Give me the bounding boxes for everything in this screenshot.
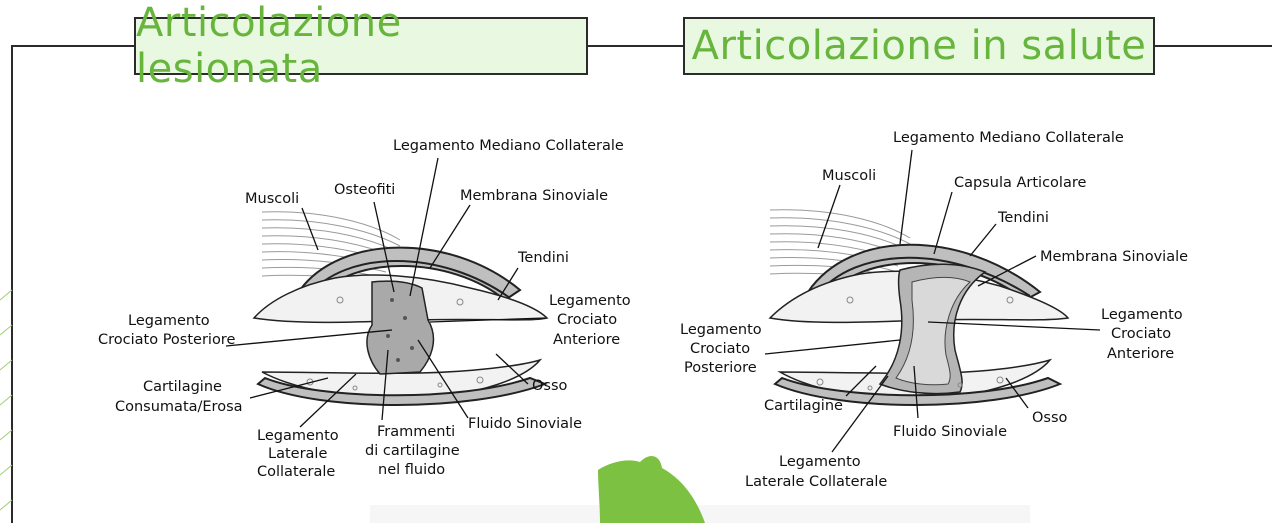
label-crociato-ant-right-2: Crociato xyxy=(1111,326,1171,342)
healthy-joint-illustration xyxy=(770,210,1068,405)
title-injured-joint: Articolazione lesionata xyxy=(134,17,588,75)
label-membrana-right: Membrana Sinoviale xyxy=(1040,249,1188,265)
label-crociato-post-left-1: Legamento xyxy=(128,313,210,329)
label-legamento-mediano-right: Legamento Mediano Collaterale xyxy=(893,130,1124,146)
label-fluido-left: Fluido Sinoviale xyxy=(468,416,582,432)
label-laterale-left-1: Legamento xyxy=(257,428,339,444)
label-crociato-ant-left-3: Anteriore xyxy=(553,332,620,348)
frame xyxy=(12,46,1272,523)
label-crociato-post-right-1: Legamento xyxy=(680,322,762,338)
label-membrana-left: Membrana Sinoviale xyxy=(460,188,608,204)
label-cartilagine-left-1: Cartilagine xyxy=(143,379,222,395)
label-frammenti-2: di cartilagine xyxy=(365,443,460,459)
label-frammenti-1: Frammenti xyxy=(377,424,455,440)
title-healthy-joint: Articolazione in salute xyxy=(683,17,1155,75)
label-laterale-left-2: Laterale xyxy=(268,446,327,462)
label-cartilagine-right: Cartilagine xyxy=(764,398,843,414)
label-muscoli-right: Muscoli xyxy=(822,168,876,184)
label-osteofiti: Osteofiti xyxy=(334,182,395,198)
green-edge-stripes xyxy=(0,290,12,510)
label-tendini-left: Tendini xyxy=(517,250,569,266)
label-legamento-mediano-left: Legamento Mediano Collaterale xyxy=(393,138,624,154)
label-crociato-ant-left-1: Legamento xyxy=(549,293,631,309)
label-laterale-left-3: Collaterale xyxy=(257,464,335,480)
label-crociato-post-right-2: Crociato xyxy=(690,341,750,357)
label-tendini-right: Tendini xyxy=(997,210,1049,226)
label-frammenti-3: nel fluido xyxy=(378,462,445,478)
label-laterale-right-2: Laterale Collaterale xyxy=(745,474,887,490)
label-fluido-right: Fluido Sinoviale xyxy=(893,424,1007,440)
label-crociato-ant-left-2: Crociato xyxy=(557,312,617,328)
label-crociato-post-right-3: Posteriore xyxy=(684,360,757,376)
label-muscoli-left: Muscoli xyxy=(245,191,299,207)
label-osso-left: Osso xyxy=(532,378,568,394)
label-crociato-post-left-2: Crociato Posteriore xyxy=(98,332,235,348)
label-laterale-right-1: Legamento xyxy=(779,454,861,470)
label-crociato-ant-right-1: Legamento xyxy=(1101,307,1183,323)
label-crociato-ant-right-3: Anteriore xyxy=(1107,346,1174,362)
mascot-shape xyxy=(598,456,705,523)
label-cartilagine-left-2: Consumata/Erosa xyxy=(115,399,243,415)
label-capsula: Capsula Articolare xyxy=(954,175,1086,191)
label-osso-right: Osso xyxy=(1032,410,1068,426)
injured-joint-illustration xyxy=(254,212,547,405)
